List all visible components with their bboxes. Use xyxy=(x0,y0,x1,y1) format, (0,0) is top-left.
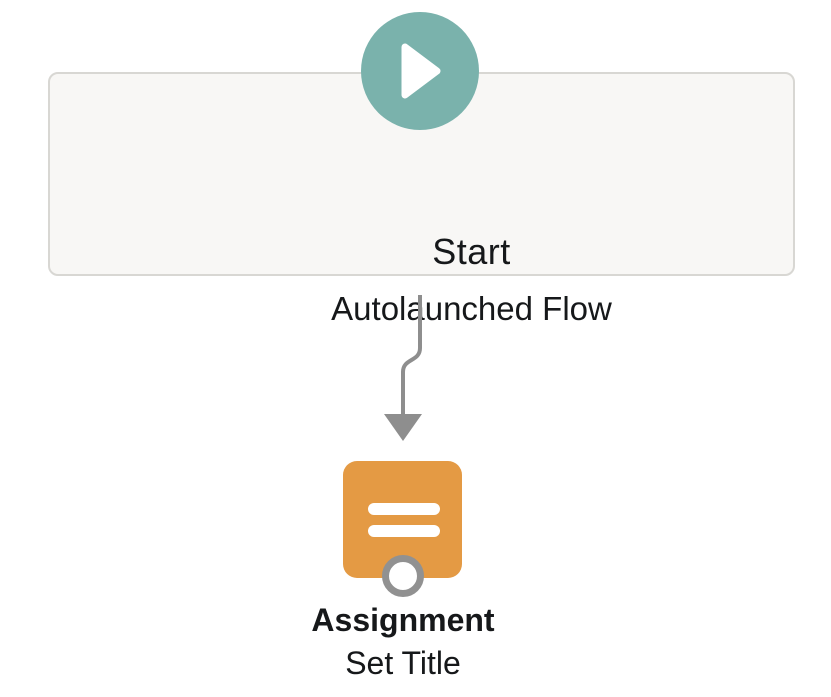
assignment-node-type-label: Assignment xyxy=(311,602,495,638)
start-node-subtitle: Autolaunched Flow xyxy=(331,290,612,327)
assignment-node-name: Set Title xyxy=(345,645,461,681)
assignment-text-line-icon xyxy=(368,503,440,515)
play-triangle-icon xyxy=(401,43,441,99)
connector-port-circle[interactable] xyxy=(382,555,424,597)
play-icon[interactable] xyxy=(361,12,479,130)
connector-arrow xyxy=(384,295,422,441)
start-node-title: Start xyxy=(432,231,511,272)
assignment-text-line-icon xyxy=(368,525,440,537)
